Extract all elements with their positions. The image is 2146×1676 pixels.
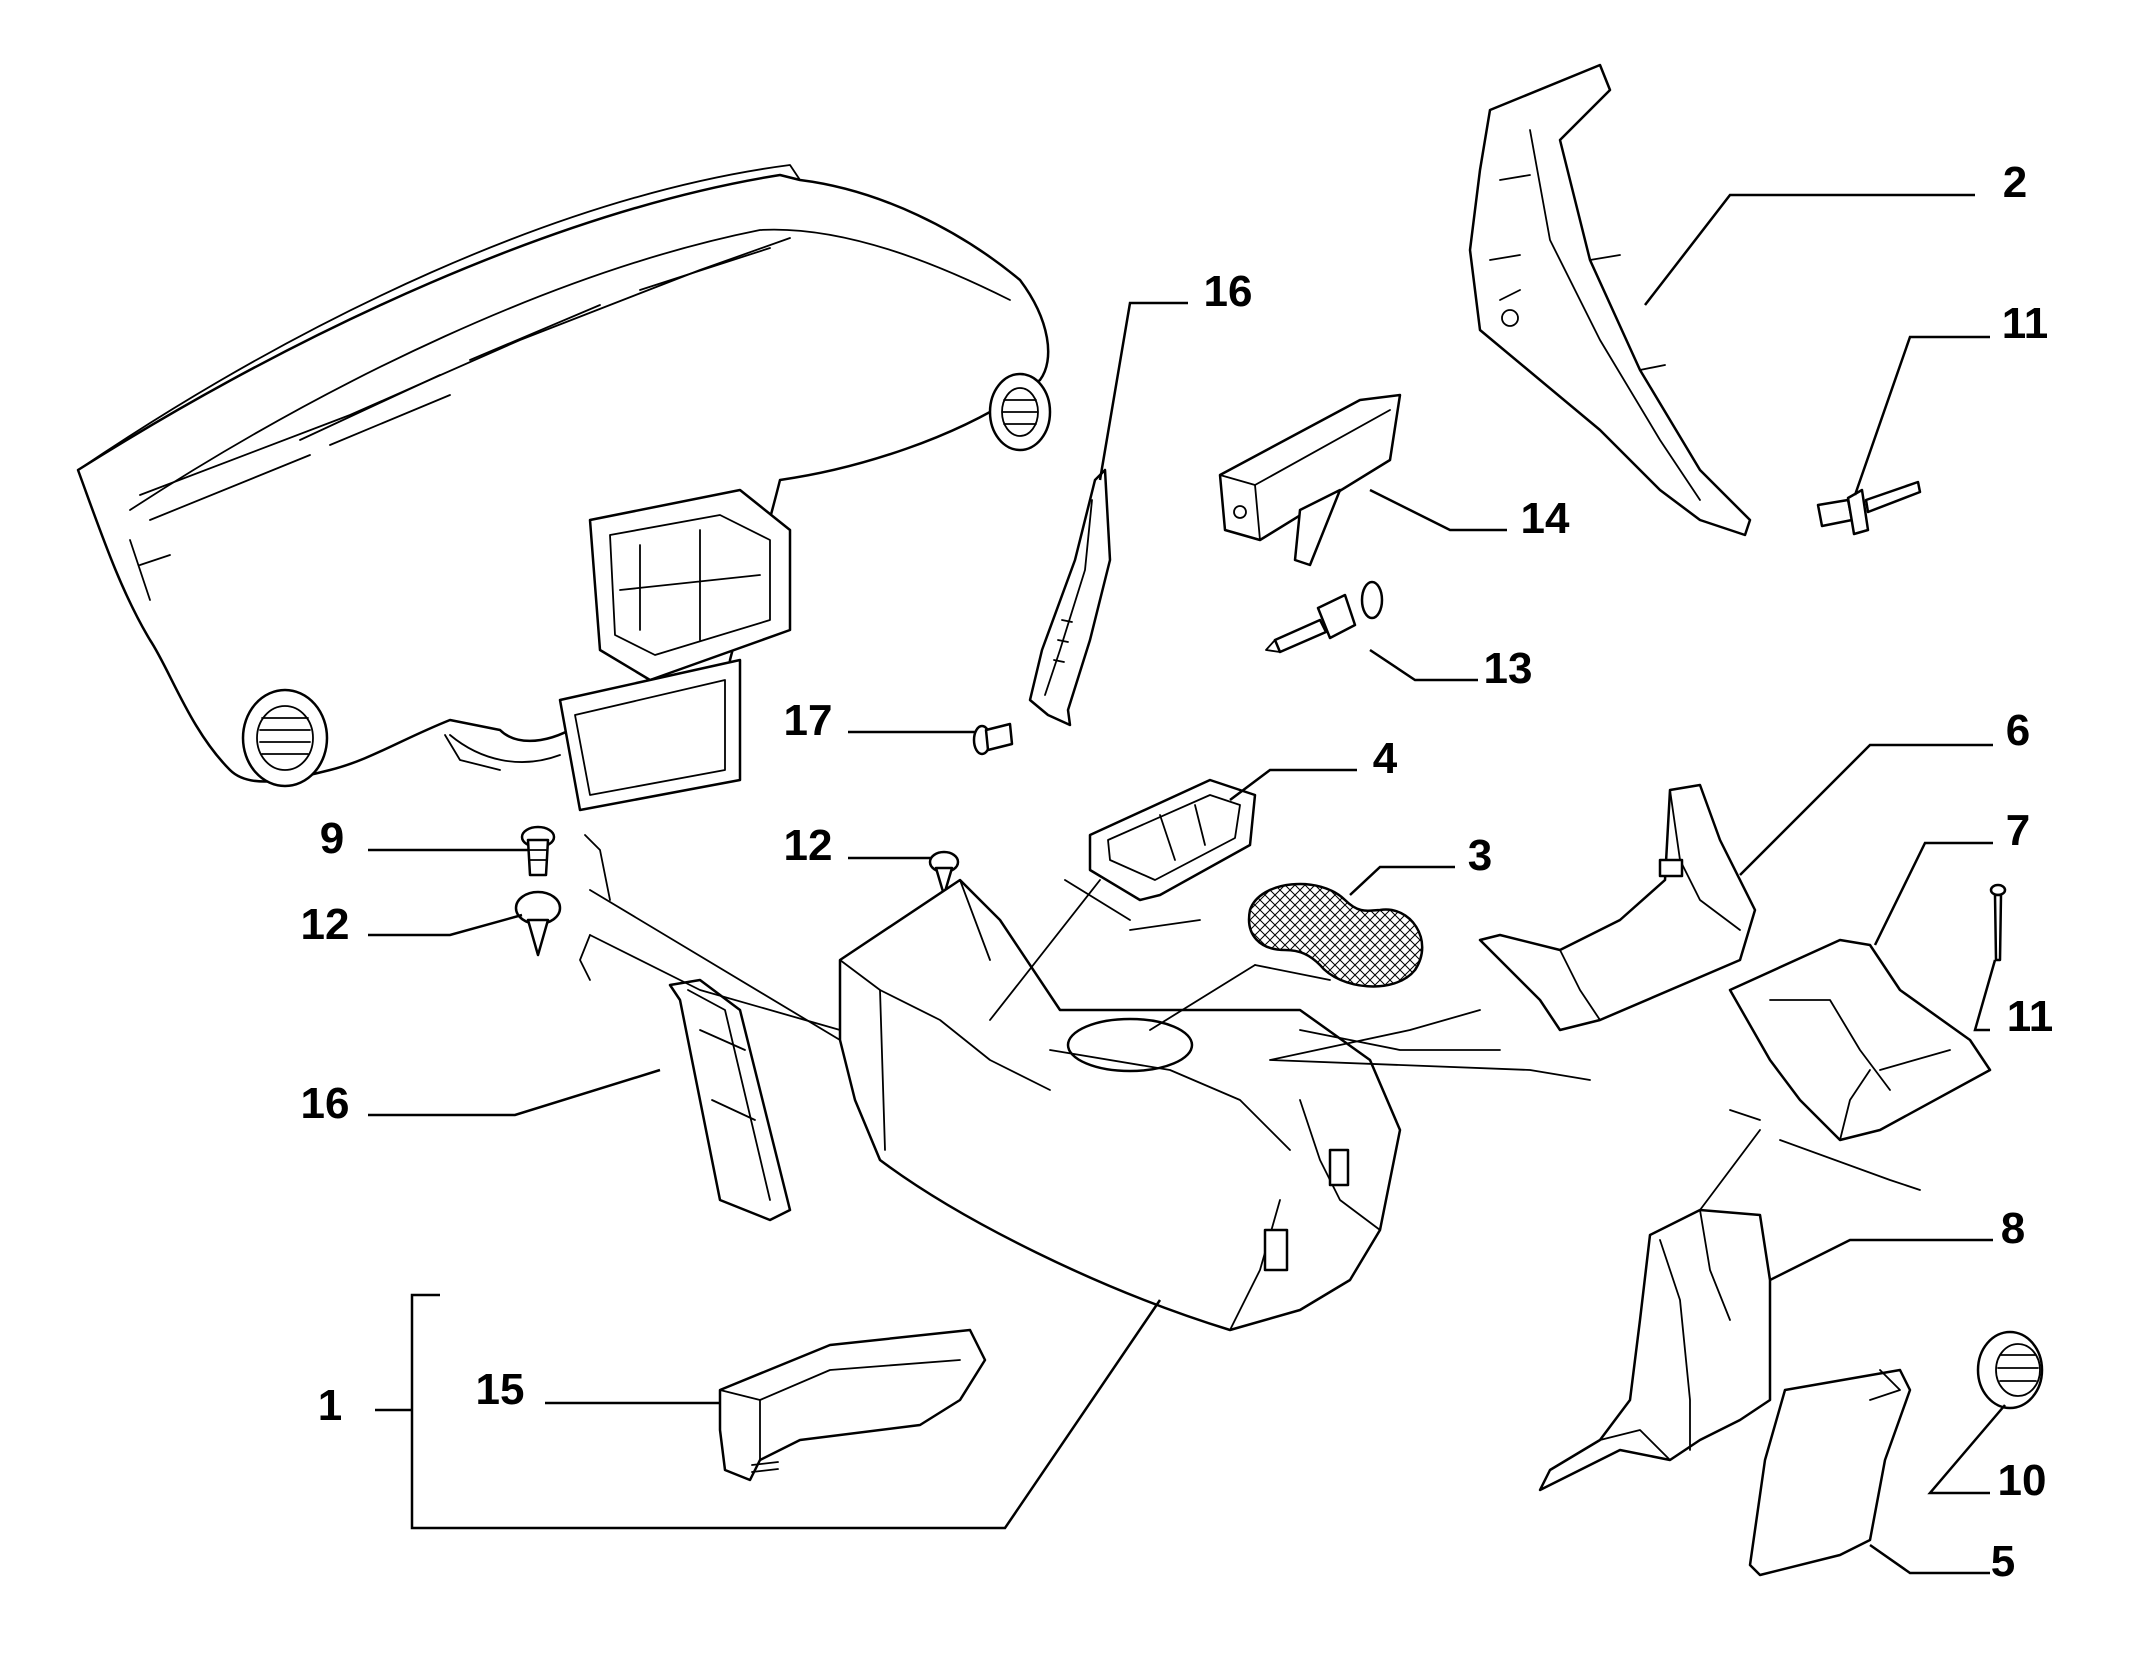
part-16-trim-strip-top	[1028, 468, 1112, 727]
callout-6: 6	[2006, 706, 2030, 755]
callout-15: 15	[476, 1365, 525, 1414]
part-16-trim-panel-left	[668, 978, 792, 1222]
part-7-bracket	[1728, 938, 1992, 1142]
part-17-screw	[972, 722, 1014, 756]
part-11-rivet-right	[1989, 883, 2007, 962]
part-8-duct	[1538, 1208, 1772, 1492]
part-14-bracket	[1218, 393, 1402, 567]
callout-11-right: 11	[2007, 992, 2054, 1041]
part-10-air-vent	[1976, 1330, 2044, 1410]
part-9-screw	[520, 825, 556, 877]
part-13-push-pin	[1265, 580, 1384, 654]
callout-16-left: 16	[301, 1079, 350, 1128]
callout-14: 14	[1521, 494, 1570, 543]
callout-8: 8	[2001, 1204, 2025, 1253]
part-3-mesh-mat	[1247, 882, 1424, 988]
part-5-cover	[1748, 1368, 1912, 1577]
callout-3: 3	[1468, 831, 1492, 880]
callout-16-top: 16	[1204, 267, 1253, 316]
callout-labels: 1 2 3 4 5 6 7 8 9 10 11 11 12 12 13 14 1…	[301, 158, 2054, 1586]
callout-10: 10	[1998, 1456, 2047, 1505]
callout-2: 2	[2003, 158, 2027, 207]
callout-11-top: 11	[2002, 299, 2049, 348]
part-4-tray	[1088, 778, 1257, 902]
callout-5: 5	[1991, 1537, 2015, 1586]
part-11-rivet-top	[1816, 480, 1922, 536]
dashboard-assembly	[76, 164, 1052, 812]
callout-13: 13	[1484, 644, 1533, 693]
callout-4: 4	[1373, 734, 1398, 783]
leader-lines	[368, 193, 2006, 1575]
callout-9: 9	[320, 814, 344, 863]
part-2-a-pillar-trim	[1468, 63, 1752, 537]
callout-12-left: 12	[301, 900, 350, 949]
part-6-bracket	[1478, 783, 1757, 1032]
part-12-screw-left	[514, 890, 562, 957]
part-1-center-console	[838, 878, 1402, 1332]
callout-7: 7	[2006, 806, 2030, 855]
callout-12-center: 12	[784, 821, 833, 870]
callout-17: 17	[784, 696, 833, 745]
callout-1: 1	[318, 1381, 342, 1430]
part-15-duct	[718, 1328, 987, 1482]
